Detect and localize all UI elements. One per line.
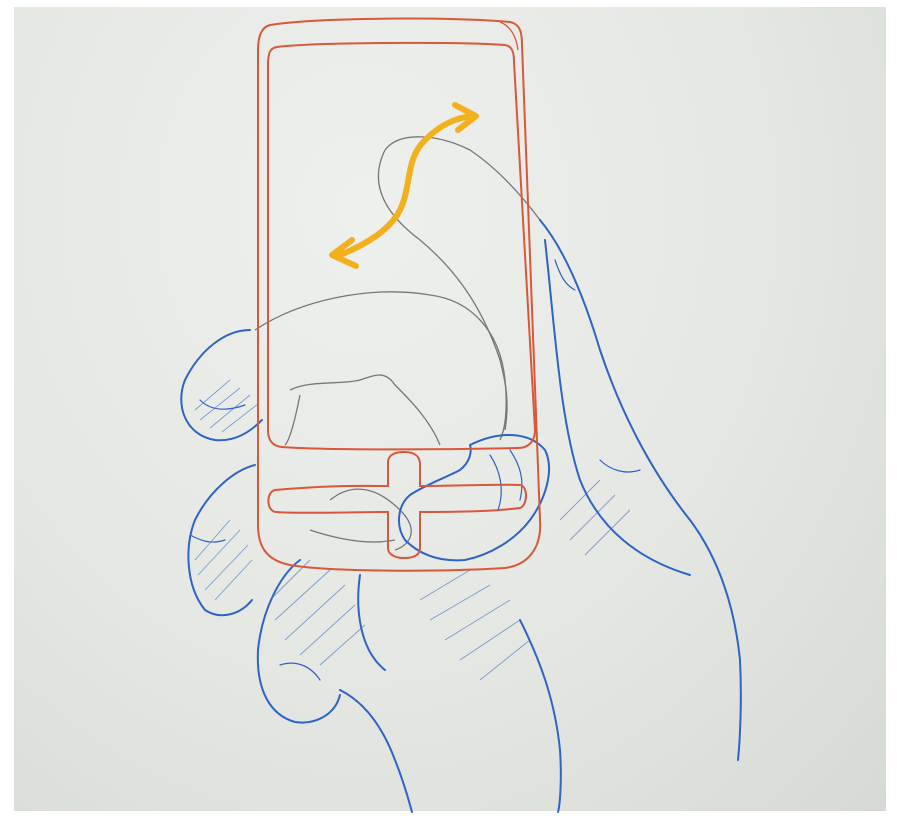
double-headed-curved-arrow-icon: [332, 105, 476, 266]
blue-hand-drawing: [181, 220, 741, 812]
phone-outline: [258, 19, 540, 571]
